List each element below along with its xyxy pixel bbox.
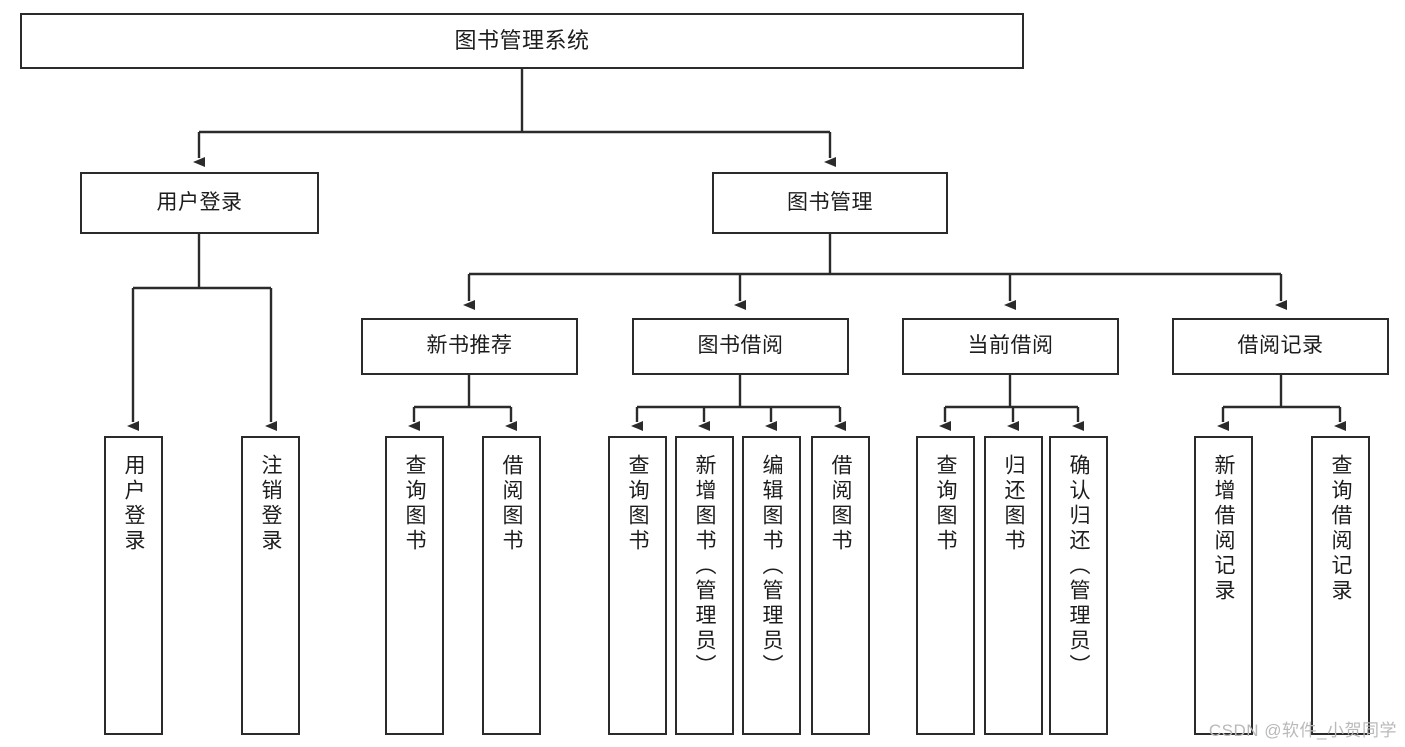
node-borrow-record[interactable]: 借阅记录	[1172, 318, 1389, 375]
node-label: 查询图书	[626, 454, 649, 554]
node-label: 当前借阅	[967, 334, 1054, 358]
node-label: 编辑图书（管理员）	[760, 454, 783, 679]
node-label: 用户登录	[122, 454, 145, 554]
node-label: 查询图书	[934, 454, 957, 554]
leaf-query-book-borrow[interactable]: 查询图书	[608, 436, 667, 735]
node-label: 借阅图书	[500, 454, 523, 554]
node-label: 借阅记录	[1237, 334, 1324, 358]
leaf-edit-book-admin[interactable]: 编辑图书（管理员）	[742, 436, 801, 735]
node-label: 图书管理	[787, 190, 873, 214]
node-label: 图书管理系统	[454, 28, 590, 54]
leaf-return-book[interactable]: 归还图书	[984, 436, 1043, 735]
leaf-logout[interactable]: 注销登录	[241, 436, 300, 735]
leaf-query-book-recommend[interactable]: 查询图书	[385, 436, 444, 735]
node-new-book-recommend[interactable]: 新书推荐	[361, 318, 578, 375]
node-label: 注销登录	[259, 454, 282, 554]
leaf-query-borrow-record[interactable]: 查询借阅记录	[1311, 436, 1370, 735]
leaf-add-book-admin[interactable]: 新增图书（管理员）	[675, 436, 734, 735]
node-book-management[interactable]: 图书管理	[712, 172, 948, 234]
watermark: CSDN @软件_小贺同学	[1208, 721, 1397, 740]
node-label: 图书借阅	[697, 334, 784, 358]
leaf-add-borrow-record[interactable]: 新增借阅记录	[1194, 436, 1253, 735]
node-label: 借阅图书	[829, 454, 852, 554]
node-label: 归还图书	[1002, 454, 1025, 554]
node-book-borrow[interactable]: 图书借阅	[632, 318, 849, 375]
leaf-borrow-book-recommend[interactable]: 借阅图书	[482, 436, 541, 735]
node-label: 查询图书	[403, 454, 426, 554]
node-label: 查询借阅记录	[1329, 454, 1352, 604]
node-label: 确认归还（管理员）	[1067, 454, 1090, 679]
node-label: 新书推荐	[426, 334, 513, 358]
node-root-system[interactable]: 图书管理系统	[20, 13, 1024, 69]
node-label: 新增图书（管理员）	[693, 454, 716, 679]
leaf-confirm-return-admin[interactable]: 确认归还（管理员）	[1049, 436, 1108, 735]
node-label: 用户登录	[156, 190, 243, 214]
node-current-borrow[interactable]: 当前借阅	[902, 318, 1119, 375]
node-label: 新增借阅记录	[1212, 454, 1235, 604]
leaf-user-login[interactable]: 用户登录	[104, 436, 163, 735]
leaf-query-book-current[interactable]: 查询图书	[916, 436, 975, 735]
node-user-login[interactable]: 用户登录	[80, 172, 319, 234]
leaf-borrow-book[interactable]: 借阅图书	[811, 436, 870, 735]
